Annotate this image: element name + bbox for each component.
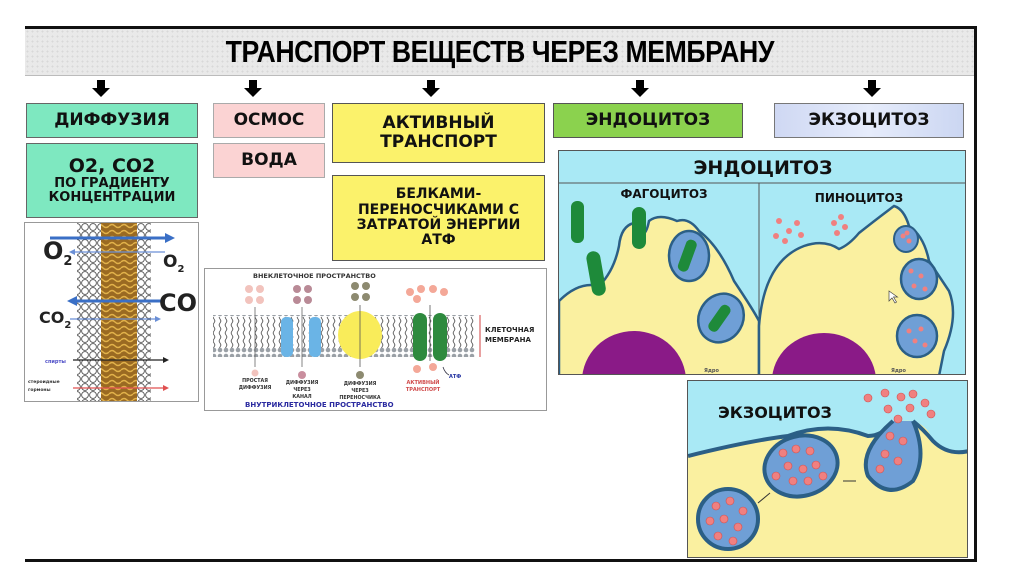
active-detail-4: АТФ — [421, 232, 456, 249]
membrane-transport-diagram: ВНЕКЛЕТОЧНОЕ ПРОСТРАНСТВО — [204, 268, 547, 411]
steroid-label-1: стероидные — [28, 380, 60, 385]
carrier-label-1: ДИФФУЗИЯ — [344, 381, 377, 387]
simple-diffusion-particles — [245, 285, 264, 377]
active-detail-1: БЕЛКАМИ- — [395, 186, 482, 203]
membrane-label-2: МЕМБРАНА — [485, 336, 531, 344]
diffusion-gases: O2, CO2 — [68, 154, 156, 177]
channel-label-2: ЧЕРЕЗ — [293, 387, 311, 393]
channel-label-1: ДИФФУЗИЯ — [286, 380, 319, 386]
header-band: ТРАНСПОРТ ВЕЩЕСТВ ЧЕРЕЗ МЕМБРАНУ — [25, 29, 974, 76]
arrowhead-icon — [163, 357, 169, 363]
arrowhead-icon — [165, 233, 175, 243]
active-label-1: АКТИВНЫЙ — [382, 113, 495, 134]
extracellular-label: ВНЕКЛЕТОЧНОЕ ПРОСТРАНСТВО — [253, 272, 376, 280]
intracellular-label: ВНУТРИКЛЕТОЧНОЕ ПРОСТРАНСТВО — [245, 401, 394, 409]
bacterium — [677, 239, 697, 272]
pinosome — [899, 257, 939, 301]
active-label-2: ТРАНСПОРТ — [406, 387, 441, 393]
bacterium — [708, 304, 731, 332]
osmosis-detail-box: ВОДА — [213, 143, 325, 178]
active-label-1: АКТИВНЫЙ — [407, 378, 440, 386]
co2-left-label: CO2 — [39, 308, 71, 331]
endocytosis-label: ЭНДОЦИТОЗ — [585, 110, 711, 131]
channel-protein — [281, 285, 321, 379]
phagocytosis-title: ФАГОЦИТОЗ — [620, 187, 707, 201]
diffusion-label-box: ДИФФУЗИЯ — [26, 103, 198, 138]
page-title: ТРАНСПОРТ ВЕЩЕСТВ ЧЕРЕЗ МЕМБРАНУ — [225, 34, 774, 69]
endocytosis-title: ЭНДОЦИТОЗ — [693, 157, 832, 179]
nucleus — [772, 333, 876, 374]
co2-right-label: CO2 — [159, 289, 199, 321]
steroid-label-2: гормоны — [28, 388, 51, 393]
extracellular-space — [688, 381, 967, 456]
active-detail-box: БЕЛКАМИ- ПЕРЕНОСЧИКАМИ С ЗАТРАТОЙ ЭНЕРГИ… — [332, 175, 545, 261]
plasma-membrane — [911, 419, 967, 455]
simple-diffusion-label-1: ПРОСТАЯ — [242, 378, 268, 384]
active-transport-pump — [406, 285, 450, 376]
carrier-label-2: ЧЕРЕЗ — [351, 388, 369, 394]
alcohols-label: спирты — [45, 359, 66, 365]
exocytosis-illustration: ЭКЗОЦИТОЗ — [688, 381, 967, 551]
pinocytosis-title: ПИНОЦИТОЗ — [815, 191, 903, 205]
arrowhead-icon — [163, 385, 169, 391]
active-detail-3: ЗАТРАТОЙ ЭНЕРГИИ — [356, 217, 521, 233]
diffusion-diagram: O2 O2 CO2 CO2 спирты стероидные гормоны — [24, 222, 199, 402]
exocytosis-label: ЭКЗОЦИТОЗ — [808, 110, 930, 131]
membrane-label-1: КЛЕТОЧНАЯ — [485, 326, 534, 334]
pinosome — [895, 313, 939, 359]
channel-label-3: КАНАЛ — [292, 394, 311, 400]
diffusion-membrane-illustration: O2 O2 CO2 CO2 спирты стероидные гормоны — [28, 223, 199, 401]
active-detail-2: ПЕРЕНОСЧИКАМИ С — [357, 201, 520, 218]
nucleus-label: Ядро — [704, 368, 719, 374]
exocytosis-panel: ЭКЗОЦИТОЗ — [687, 380, 968, 558]
slide-frame — [25, 26, 977, 562]
vesicle-particles — [900, 230, 928, 348]
osmosis-label-box: ОСМОС — [213, 103, 325, 138]
active-label-2: ТРАНСПОРТ — [380, 132, 497, 152]
o2-right-label: O2 — [163, 252, 184, 275]
diffusion-gradient-1: ПО ГРАДИЕНТУ — [54, 175, 170, 191]
exocytosis-label-box: ЭКЗОЦИТОЗ — [774, 103, 964, 138]
diffusion-label: ДИФФУЗИЯ — [54, 110, 170, 131]
membrane-transport-illustration: ВНЕКЛЕТОЧНОЕ ПРОСТРАНСТВО — [213, 272, 534, 409]
secretion-particles — [705, 388, 936, 546]
arrowhead-icon — [69, 249, 75, 255]
endocytosis-label-box: ЭНДОЦИТОЗ — [553, 103, 743, 138]
pinosome — [893, 225, 919, 253]
arrowhead-icon — [155, 316, 161, 322]
fluid-particles — [773, 214, 848, 244]
bacterium — [571, 201, 584, 243]
active-label-box: АКТИВНЫЙ ТРАНСПОРТ — [332, 103, 545, 163]
bacterium — [586, 251, 606, 296]
diffusion-detail-box: O2, CO2 ПО ГРАДИЕНТУ КОНЦЕНТРАЦИИ — [26, 143, 198, 218]
endocytosis-panel: ЭНДОЦИТОЗ ФАГОЦИТОЗ ПИНОЦИТОЗ Ядро — [558, 150, 966, 375]
exocytosis-title: ЭКЗОЦИТОЗ — [718, 403, 832, 422]
nucleus-label: Ядро — [891, 368, 906, 374]
diffusion-gradient-2: КОНЦЕНТРАЦИИ — [48, 189, 176, 205]
nucleus — [582, 331, 686, 374]
movement-arrow — [757, 492, 771, 504]
endocytosis-illustration: ЭНДОЦИТОЗ ФАГОЦИТОЗ ПИНОЦИТОЗ Ядро — [559, 157, 965, 374]
carrier-label-3: ПЕРЕНОСЧИКА — [339, 395, 381, 401]
arrowhead-icon — [67, 296, 77, 306]
lipid-core — [101, 223, 137, 401]
osmosis-label: ОСМОС — [233, 110, 305, 131]
lipid-heads-left — [77, 223, 101, 401]
o2-left-label: O2 — [43, 237, 72, 269]
mouse-cursor-icon — [888, 290, 899, 304]
atp-label: АТФ — [449, 374, 461, 380]
carrier-protein — [338, 282, 382, 379]
lipid-heads-right — [137, 223, 151, 401]
osmosis-water: ВОДА — [241, 150, 297, 171]
bacterium — [632, 207, 646, 249]
simple-diffusion-label-2: ДИФФУЗИЯ — [239, 385, 272, 391]
